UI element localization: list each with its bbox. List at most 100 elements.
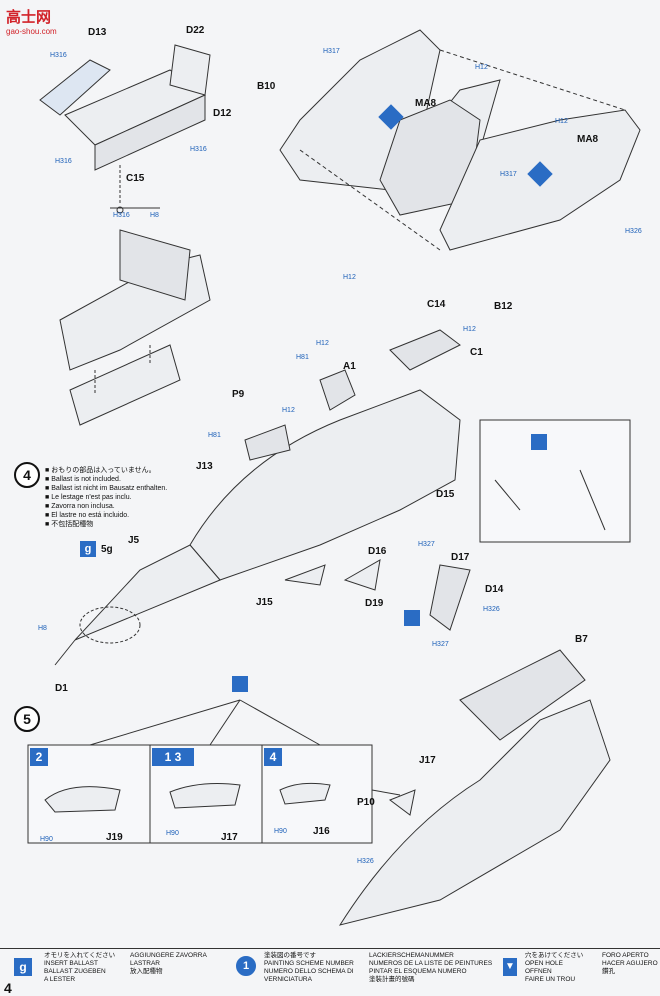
step-5-number: 5 [14, 706, 40, 732]
legend-divider [0, 948, 660, 949]
part-label-ma8-b: MA8 [577, 134, 599, 145]
ballast-note: 不包括配種物 [45, 520, 167, 529]
ballast-note: Zavorra non inclusa. [45, 502, 167, 511]
hint-code: H316 [113, 212, 130, 219]
legend-line: LASTRAR [130, 960, 160, 967]
ballast-notes: おもりの部品は入っていません。 Ballast is not included.… [45, 466, 167, 529]
tub-upper-assembly [39, 44, 211, 214]
legend-line: 穴をあけてください [525, 952, 584, 959]
hint-code: H317 [500, 171, 517, 178]
part-label-j15: J15 [256, 597, 273, 608]
hint-code: H81 [296, 354, 309, 361]
part-label-j17: J17 [419, 755, 436, 766]
variant-badge: 1 3 [152, 748, 194, 766]
part-label-d12: D12 [213, 108, 232, 119]
ballast-icon: g [14, 958, 32, 976]
legend-line: オモリを入れてください [44, 952, 116, 959]
variant-badge: 4 [264, 748, 282, 766]
legend-line: LACKIERSCHEMANUMMER [369, 952, 454, 959]
hint-code: H12 [343, 274, 356, 281]
legend-line: 塗装図の番号です [264, 952, 316, 959]
step-4-number: 4 [14, 462, 40, 488]
hint-code: H326 [625, 228, 642, 235]
legend-line: AGGIUNGERE ZAVORRA [130, 952, 207, 959]
step5-fuselage [338, 649, 611, 926]
watermark-top: 高士网 [6, 9, 52, 26]
legend-ballast-2: AGGIUNGERE ZAVORRA LASTRAR 放入配種物 [130, 952, 207, 976]
watermark-bottom: gao-shou.com [6, 27, 57, 36]
hint-code: H90 [166, 830, 179, 837]
part-label-ma8-a: MA8 [415, 98, 437, 109]
part-label-b10: B10 [257, 81, 276, 92]
legend-line: OFFNEN [525, 968, 552, 975]
part-label-c15: C15 [126, 173, 145, 184]
part-label-d17: D17 [451, 552, 470, 563]
legend-hole-2: FORO APERTO HACER AGUJERO 鑽孔 [602, 952, 658, 976]
hint-code: H12 [316, 340, 329, 347]
page-number: 4 [4, 980, 12, 996]
legend-line: BALLAST ZUGEBEN [44, 968, 106, 975]
part-label-j13: J13 [196, 461, 213, 472]
part-label-d16: D16 [368, 546, 387, 557]
hint-code: H326 [357, 858, 374, 865]
part-label-d15: D15 [436, 489, 455, 500]
paint-scheme-diamond-icon [404, 610, 420, 626]
ballast-note: El lastre no está incluido. [45, 511, 167, 520]
part-label-d19: D19 [365, 598, 384, 609]
hint-code: H12 [555, 118, 568, 125]
hint-code: H327 [418, 541, 435, 548]
part-label-c1: C1 [470, 347, 483, 358]
legend-line: NUMEROS DE LA LISTE DE PEINTURES [369, 960, 493, 967]
hint-code: H317 [323, 48, 340, 55]
hint-code: H90 [40, 836, 53, 843]
part-label-p10: P10 [357, 797, 375, 808]
hint-code: H12 [475, 64, 488, 71]
legend-line: 鑽孔 [602, 968, 615, 975]
part-label-d22: D22 [186, 25, 205, 36]
variant-badge: 2 [30, 748, 48, 766]
hint-code: H81 [208, 432, 221, 439]
part-label-d1: D1 [55, 683, 68, 694]
hint-code: H8 [38, 625, 47, 632]
part-label-d13: D13 [88, 27, 107, 38]
legend-paint: 塗装図の番号です PAINTING SCHEME NUMBER NUMERO D… [264, 952, 354, 984]
drill-hole-icon: ▼ [503, 958, 517, 976]
hint-code: H327 [432, 641, 449, 648]
hint-code: H12 [463, 326, 476, 333]
watermark: 高士网 gao-shou.com [6, 6, 57, 36]
legend-line: FAIRE UN TROU [525, 976, 576, 983]
legend-line: FORO APERTO [602, 952, 649, 959]
ballast-note: Ballast is not included. [45, 475, 167, 484]
ballast-note: おもりの部品は入っていません。 [45, 466, 167, 475]
legend-line: 塗裝計畫的號碼 [369, 976, 415, 983]
part-label-b7: B7 [575, 634, 588, 645]
paint-scheme-diamond-icon [531, 434, 547, 450]
part-label-b12: B12 [494, 301, 513, 312]
legend-line: A LESTER [44, 976, 76, 983]
tub-lower-assembly [59, 229, 211, 426]
hint-code: H90 [274, 828, 287, 835]
paint-scheme-diamond-icon [232, 676, 248, 692]
part-label-j17-variant: J17 [221, 832, 238, 843]
hint-code: H12 [282, 407, 295, 414]
legend-line: PAINTING SCHEME NUMBER [264, 960, 354, 967]
legend-ballast: オモリを入れてください INSERT BALLAST BALLAST ZUGEB… [44, 952, 115, 984]
legend-paint-2: LACKIERSCHEMANUMMER NUMEROS DE LA LISTE … [369, 952, 492, 984]
legend-line: INSERT BALLAST [44, 960, 98, 967]
hint-code: H316 [55, 158, 72, 165]
hint-code: H316 [50, 52, 67, 59]
legend-line: OPEN HOLE [525, 960, 563, 967]
hint-code: H326 [483, 606, 500, 613]
part-label-j16: J16 [313, 826, 330, 837]
legend-line: 放入配種物 [130, 968, 163, 975]
legend-line: PINTAR EL ESQUEMA NUMERO [369, 968, 467, 975]
legend-hole: 穴をあけてください OPEN HOLE OFFNEN FAIRE UN TROU [525, 952, 583, 984]
hint-code: H316 [190, 146, 207, 153]
legend-line: HACER AGUJERO [602, 960, 658, 967]
part-label-d14: D14 [485, 584, 504, 595]
ballast-note: Ballast ist nicht im Bausatz enthalten. [45, 484, 167, 493]
part-label-a1: A1 [343, 361, 356, 372]
part-label-j5: J5 [128, 535, 140, 546]
hint-code: H8 [150, 212, 159, 219]
legend-line: NUMERO DELLO SCHEMA DI [264, 968, 354, 975]
